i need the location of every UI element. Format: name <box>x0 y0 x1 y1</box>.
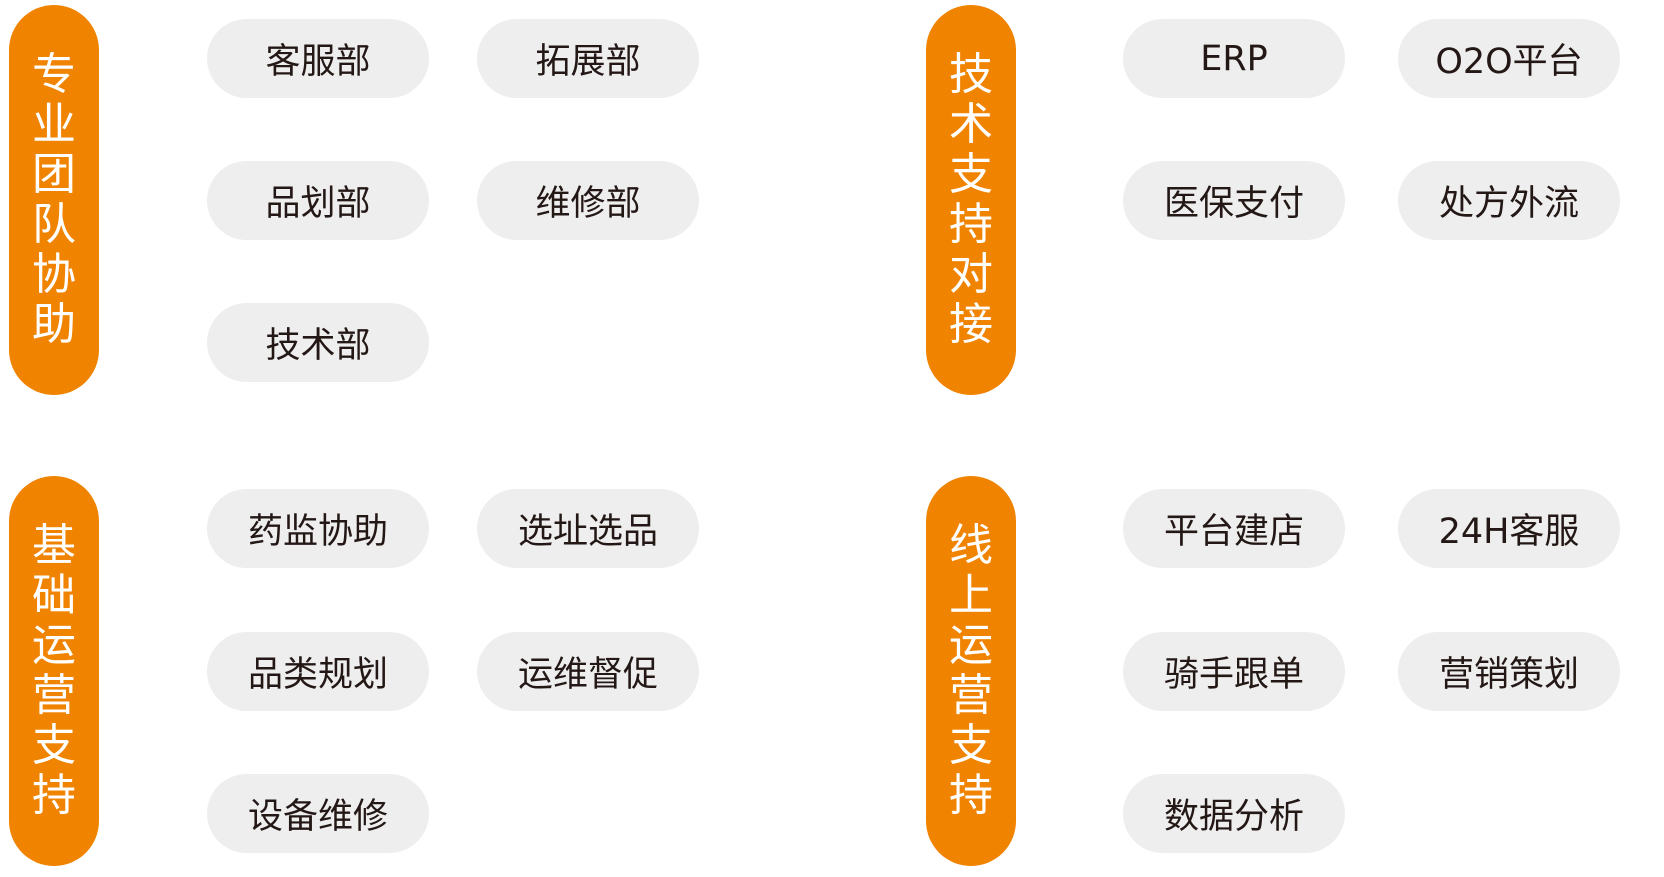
chip-label: 处方外流 <box>1438 184 1579 224</box>
chip-item: 运维督促 <box>477 632 699 711</box>
category-label: 专业团队协助 <box>32 49 76 350</box>
chip-label: 平台建店 <box>1163 512 1304 552</box>
category-label: 基础运营支持 <box>32 520 76 821</box>
chip-item: 拓展部 <box>477 19 699 98</box>
chip-item: 营销策划 <box>1398 632 1620 711</box>
chip-label: 骑手跟单 <box>1163 655 1304 695</box>
chip-label: 技术部 <box>265 326 371 366</box>
category-pill: 线上运营支持 <box>926 476 1016 866</box>
chip-label: 营销策划 <box>1438 655 1579 695</box>
chip-label: 药监协助 <box>247 512 388 552</box>
chip-label: 24H客服 <box>1438 512 1580 552</box>
chip-item: 选址选品 <box>477 489 699 568</box>
category-label: 线上运营支持 <box>949 520 993 821</box>
chip-label: 拓展部 <box>535 42 641 82</box>
chip-item: 数据分析 <box>1123 774 1345 853</box>
chip-label: O2O平台 <box>1435 42 1583 82</box>
category-pill: 基础运营支持 <box>9 476 99 866</box>
chip-label: 客服部 <box>265 42 371 82</box>
chip-label: 医保支付 <box>1163 184 1304 224</box>
chip-item: 骑手跟单 <box>1123 632 1345 711</box>
chip-item: 客服部 <box>207 19 429 98</box>
chip-item: 平台建店 <box>1123 489 1345 568</box>
chip-item: 维修部 <box>477 161 699 240</box>
chip-label: ERP <box>1200 38 1268 79</box>
chip-label: 维修部 <box>535 184 641 224</box>
category-label: 技术支持对接 <box>949 49 993 350</box>
category-pill: 技术支持对接 <box>926 5 1016 395</box>
chip-label: 设备维修 <box>247 797 388 837</box>
chip-item: O2O平台 <box>1398 19 1620 98</box>
chip-item: 医保支付 <box>1123 161 1345 240</box>
chip-item: 品划部 <box>207 161 429 240</box>
chip-label: 品类规划 <box>247 655 388 695</box>
chip-label: 运维督促 <box>517 655 658 695</box>
category-pill: 专业团队协助 <box>9 5 99 395</box>
chip-label: 品划部 <box>265 184 371 224</box>
chip-item: 技术部 <box>207 303 429 382</box>
chip-item: 药监协助 <box>207 489 429 568</box>
chip-label: 数据分析 <box>1163 797 1304 837</box>
chip-label: 选址选品 <box>517 512 658 552</box>
chip-item: 设备维修 <box>207 774 429 853</box>
chip-item: 处方外流 <box>1398 161 1620 240</box>
chip-item: 品类规划 <box>207 632 429 711</box>
chip-item: 24H客服 <box>1398 489 1620 568</box>
chip-item: ERP <box>1123 19 1345 98</box>
